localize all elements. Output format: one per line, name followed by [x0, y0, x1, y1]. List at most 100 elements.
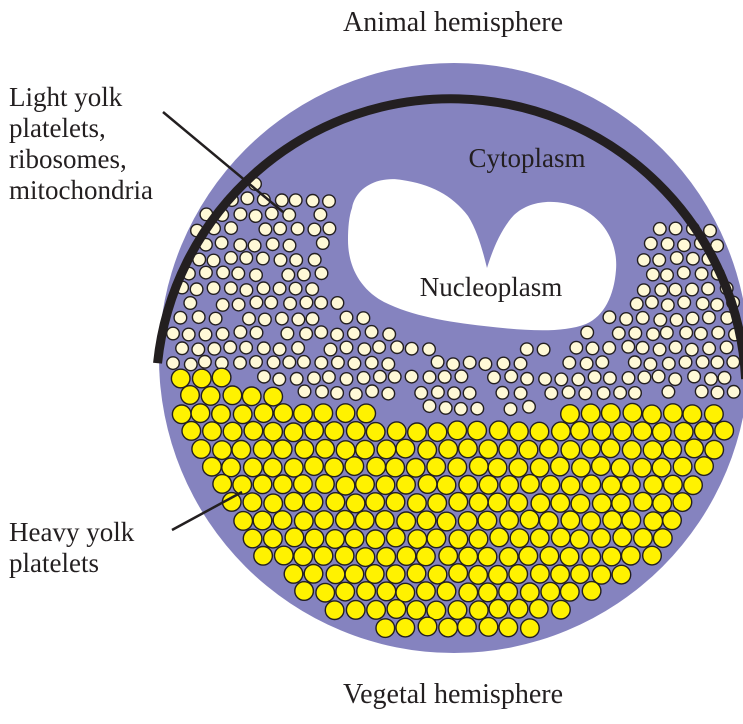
- heavy-yolk-platelet: [191, 404, 210, 423]
- heavy-yolk-platelet: [397, 547, 416, 566]
- light-yolk-platelet: [686, 343, 699, 356]
- heavy-yolk-platelet: [417, 582, 436, 601]
- light-yolk-platelet: [232, 298, 245, 311]
- heavy-yolk-platelet: [643, 405, 662, 424]
- light-yolk-platelet: [257, 252, 270, 265]
- light-yolk-platelet: [258, 370, 271, 383]
- light-yolk-platelet: [190, 283, 203, 296]
- heavy-yolk-platelet: [285, 492, 304, 511]
- heavy-yolk-platelet: [705, 440, 724, 459]
- heavy-yolk-platelet: [172, 405, 191, 424]
- light-yolk-platelet: [423, 343, 436, 356]
- heavy-yolk-platelet: [633, 458, 652, 477]
- nucleoplasm-label: Nucleoplasm: [420, 272, 562, 302]
- heavy-yolk-platelet: [315, 511, 334, 530]
- heavy-yolk-platelet: [346, 601, 365, 620]
- light-yolk-platelet: [695, 268, 708, 281]
- heavy-yolk-platelet: [386, 458, 405, 477]
- heavy-yolk-platelet: [603, 511, 622, 530]
- heavy-yolk-platelet: [367, 601, 386, 620]
- light-yolk-platelet: [661, 238, 674, 251]
- light-yolk-platelet: [209, 312, 222, 325]
- heavy-yolk-platelet: [592, 457, 611, 476]
- heavy-yolk-platelet: [314, 404, 333, 423]
- heavy-yolk-platelet: [417, 547, 436, 566]
- light-yolk-platelet: [545, 387, 558, 400]
- light-yolk-platelet: [704, 224, 717, 237]
- heavy-yolk-platelet: [243, 529, 262, 548]
- heavy-yolk-platelet: [509, 599, 528, 618]
- light-yolk-platelet: [234, 239, 247, 252]
- heavy-yolk-platelet: [171, 369, 190, 388]
- light-yolk-platelet: [292, 313, 305, 326]
- cytoplasm-label: Cytoplasm: [468, 143, 585, 173]
- light-yolk-platelet: [711, 356, 724, 369]
- heavy-yolk-platelet: [376, 476, 395, 495]
- light-yolk-platelet: [718, 372, 731, 385]
- heavy-yolk-platelet: [643, 441, 662, 460]
- heavy-yolk-platelet: [479, 476, 498, 495]
- light-yolk-platelet: [249, 210, 262, 223]
- heavy-yolk-platelet: [428, 494, 447, 513]
- heavy-yolk-platelet: [264, 387, 283, 406]
- heavy-yolk-platelet: [428, 565, 447, 584]
- heavy-yolk-platelet: [427, 529, 446, 548]
- heavy-yolk-platelet: [521, 619, 540, 638]
- light-yolk-platelet: [216, 299, 229, 312]
- light-yolk-platelet: [308, 372, 321, 385]
- light-yolk-platelet: [225, 282, 238, 295]
- light-yolk-platelet: [331, 328, 344, 341]
- heavy-yolk-platelet: [357, 582, 376, 601]
- light-yolk-platelet: [306, 195, 319, 208]
- light-yolk-platelet: [281, 327, 294, 340]
- heavy-yolk-platelet: [673, 493, 692, 512]
- light-yolk-platelet: [695, 327, 708, 340]
- heavy-yolk-platelet: [449, 493, 468, 512]
- light-yolk-platelet: [514, 387, 527, 400]
- heavy-yolk-platelet: [479, 440, 498, 459]
- heavy-yolk-platelet: [295, 440, 314, 459]
- light-yolk-platelet: [276, 312, 289, 325]
- light-yolk-platelet: [199, 356, 212, 369]
- light-yolk-platelet: [234, 326, 247, 339]
- heavy-yolk-platelet: [325, 422, 344, 441]
- heavy-yolk-platelet: [509, 493, 528, 512]
- heavy-yolk-platelet: [469, 493, 488, 512]
- light-yolk-platelet: [661, 326, 674, 339]
- heavy-yolk-platelet: [304, 565, 323, 584]
- light-yolk-label-line-1: Light yolk: [9, 82, 123, 112]
- heavy-yolk-platelet: [459, 476, 478, 495]
- heavy-yolk-platelet: [316, 475, 335, 494]
- heavy-yolk-platelet: [232, 441, 251, 460]
- heavy-yolk-platelet: [325, 601, 344, 620]
- light-yolk-platelet: [537, 343, 550, 356]
- light-yolk-label-line-4: mitochondria: [9, 175, 153, 205]
- heavy-yolk-platelet: [387, 422, 406, 441]
- heavy-yolk-platelet: [448, 421, 467, 440]
- light-yolk-platelet: [250, 326, 263, 339]
- light-yolk-platelet: [686, 283, 699, 296]
- light-yolk-platelet: [306, 283, 319, 296]
- heavy-yolk-platelet: [582, 512, 601, 531]
- heavy-yolk-platelet: [448, 601, 467, 620]
- heavy-yolk-platelet: [581, 404, 600, 423]
- heavy-yolk-platelet: [366, 493, 385, 512]
- light-yolk-platelet: [315, 267, 328, 280]
- heavy-yolk-platelet: [551, 457, 570, 476]
- vegetal-hemisphere-label: Vegetal hemisphere: [343, 679, 563, 710]
- heavy-yolk-platelet: [201, 387, 220, 406]
- light-yolk-platelet: [539, 373, 552, 386]
- light-yolk-platelet: [653, 254, 666, 267]
- light-yolk-platelet: [388, 371, 401, 384]
- heavy-yolk-platelet: [541, 582, 560, 601]
- light-yolk-platelet: [348, 327, 361, 340]
- light-yolk-platelet: [300, 296, 313, 309]
- heavy-yolk-platelet: [449, 564, 468, 583]
- heavy-yolk-platelet: [254, 547, 273, 566]
- light-yolk-platelet: [317, 237, 330, 250]
- heavy-yolk-platelet: [304, 493, 323, 512]
- light-yolk-platelet: [581, 326, 594, 339]
- heavy-yolk-platelet: [582, 475, 601, 494]
- light-yolk-platelet: [688, 370, 701, 383]
- heavy-yolk-platelet: [294, 475, 313, 494]
